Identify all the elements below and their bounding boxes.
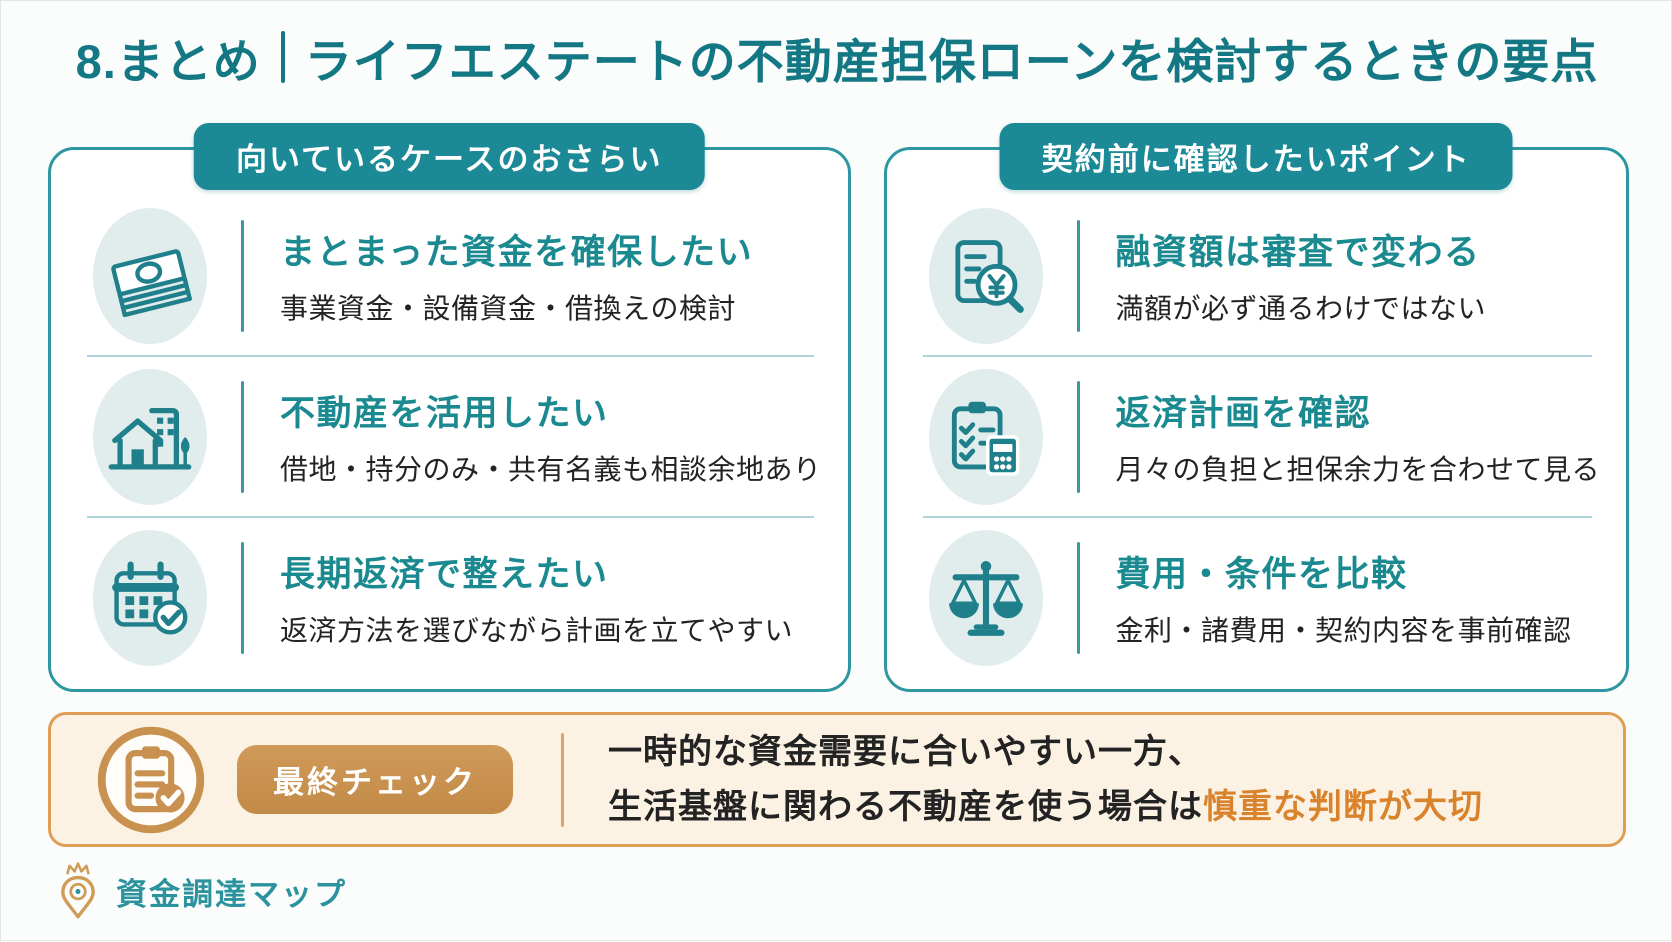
final-check-box: 最終チェック 一時的な資金需要に合いやすい一方、 生活基盤に関わる不動産を使う場… (48, 712, 1626, 847)
list-item: まとまった資金を確保したい 事業資金・設備資金・借換えの検討 (79, 196, 822, 355)
item-divider-bar (241, 541, 244, 654)
item-desc: 金利・諸費用・契約内容を事前確認 (1115, 615, 1572, 646)
row-divider (922, 516, 1593, 518)
panel-check-points: 契約前に確認したいポイント 融資額は審査で変わ (883, 123, 1630, 692)
item-texts: まとまった資金を確保したい 事業資金・設備資金・借換えの検討 (280, 224, 753, 327)
item-divider-bar (241, 380, 244, 493)
item-desc: 満額が必ず通るわけではない (1115, 293, 1487, 324)
house-building-icon (93, 368, 207, 505)
page-title: 8.まとめ ライフエステートの不動産担保ローンを検討するときの要点 (48, 25, 1626, 89)
item-texts: 長期返済で整えたい 返済方法を選びながら計画を立てやすい (280, 546, 793, 649)
panel-header-badge: 向いているケースのおさらい (193, 123, 705, 190)
item-divider-bar (1076, 380, 1080, 493)
item-texts: 費用・条件を比較 金利・諸費用・契約内容を事前確認 (1116, 546, 1572, 649)
item-divider-bar (1076, 219, 1080, 332)
final-check-line2: 生活基盤に関わる不動産を使う場合は慎重な判断が大切 (608, 787, 1483, 826)
title-divider (280, 31, 285, 83)
final-check-text: 一時的な資金需要に合いやすい一方、 生活基盤に関わる不動産を使う場合は慎重な判断… (608, 725, 1483, 834)
final-check-accent: 慎重な判断が大切 (1203, 787, 1483, 826)
item-texts: 返済計画を確認 月々の負担と担保余力を合わせて見る (1116, 385, 1601, 488)
item-title: 返済計画を確認 (1115, 394, 1372, 433)
money-stack-icon (93, 207, 207, 344)
calendar-check-icon (93, 529, 207, 666)
final-check-badge: 最終チェック (237, 745, 513, 814)
item-title: 不動産を活用したい (280, 394, 609, 433)
panel-suitable-cases: 向いているケースのおさらい まとまった資金を確保したい (48, 123, 851, 692)
list-item: 不動産を活用したい 借地・持分のみ・共有名義も相談余地あり (79, 357, 822, 516)
brand-footer: 資金調達マップ (48, 861, 1626, 921)
clipboard-calculator-icon (928, 368, 1043, 505)
item-texts: 不動産を活用したい 借地・持分のみ・共有名義も相談余地あり (280, 385, 822, 488)
row-divider (922, 355, 1593, 357)
map-pin-crown-icon (50, 861, 106, 921)
row-divider (87, 355, 814, 357)
page-title-prefix: 8.まとめ (75, 34, 261, 88)
item-desc: 借地・持分のみ・共有名義も相談余地あり (280, 454, 822, 485)
item-divider-bar (1076, 541, 1080, 654)
item-texts: 融資額は審査で変わる 満額が必ず通るわけではない (1116, 224, 1487, 327)
item-desc: 返済方法を選びながら計画を立てやすい (280, 615, 794, 646)
item-title: 長期返済で整えたい (280, 555, 609, 594)
list-item: 長期返済で整えたい 返済方法を選びながら計画を立てやすい (79, 518, 822, 677)
row-divider (87, 516, 814, 518)
clipboard-check-circle-icon (95, 724, 207, 836)
brand-name: 資金調達マップ (116, 876, 347, 912)
document-yen-magnifier-icon (928, 207, 1043, 344)
item-title: 費用・条件を比較 (1115, 555, 1408, 594)
final-check-line1: 一時的な資金需要に合いやすい一方、 (608, 733, 1203, 772)
item-desc: 事業資金・設備資金・借換えの検討 (280, 293, 737, 324)
list-item: 返済計画を確認 月々の負担と担保余力を合わせて見る (915, 357, 1601, 516)
final-divider-bar (561, 732, 564, 827)
list-item: 費用・条件を比較 金利・諸費用・契約内容を事前確認 (915, 518, 1601, 677)
item-title: まとまった資金を確保したい (280, 233, 754, 272)
balance-scale-icon (928, 529, 1043, 666)
panel-header-badge: 契約前に確認したいポイント (999, 123, 1513, 190)
list-item: 融資額は審査で変わる 満額が必ず通るわけではない (915, 196, 1601, 355)
item-desc: 月々の負担と担保余力を合わせて見る (1115, 454, 1601, 485)
item-title: 融資額は審査で変わる (1115, 233, 1481, 272)
item-divider-bar (241, 219, 244, 332)
page-title-main: ライフエステートの不動産担保ローンを検討するときの要点 (304, 34, 1599, 88)
panels-row: 向いているケースのおさらい まとまった資金を確保したい (48, 123, 1630, 692)
